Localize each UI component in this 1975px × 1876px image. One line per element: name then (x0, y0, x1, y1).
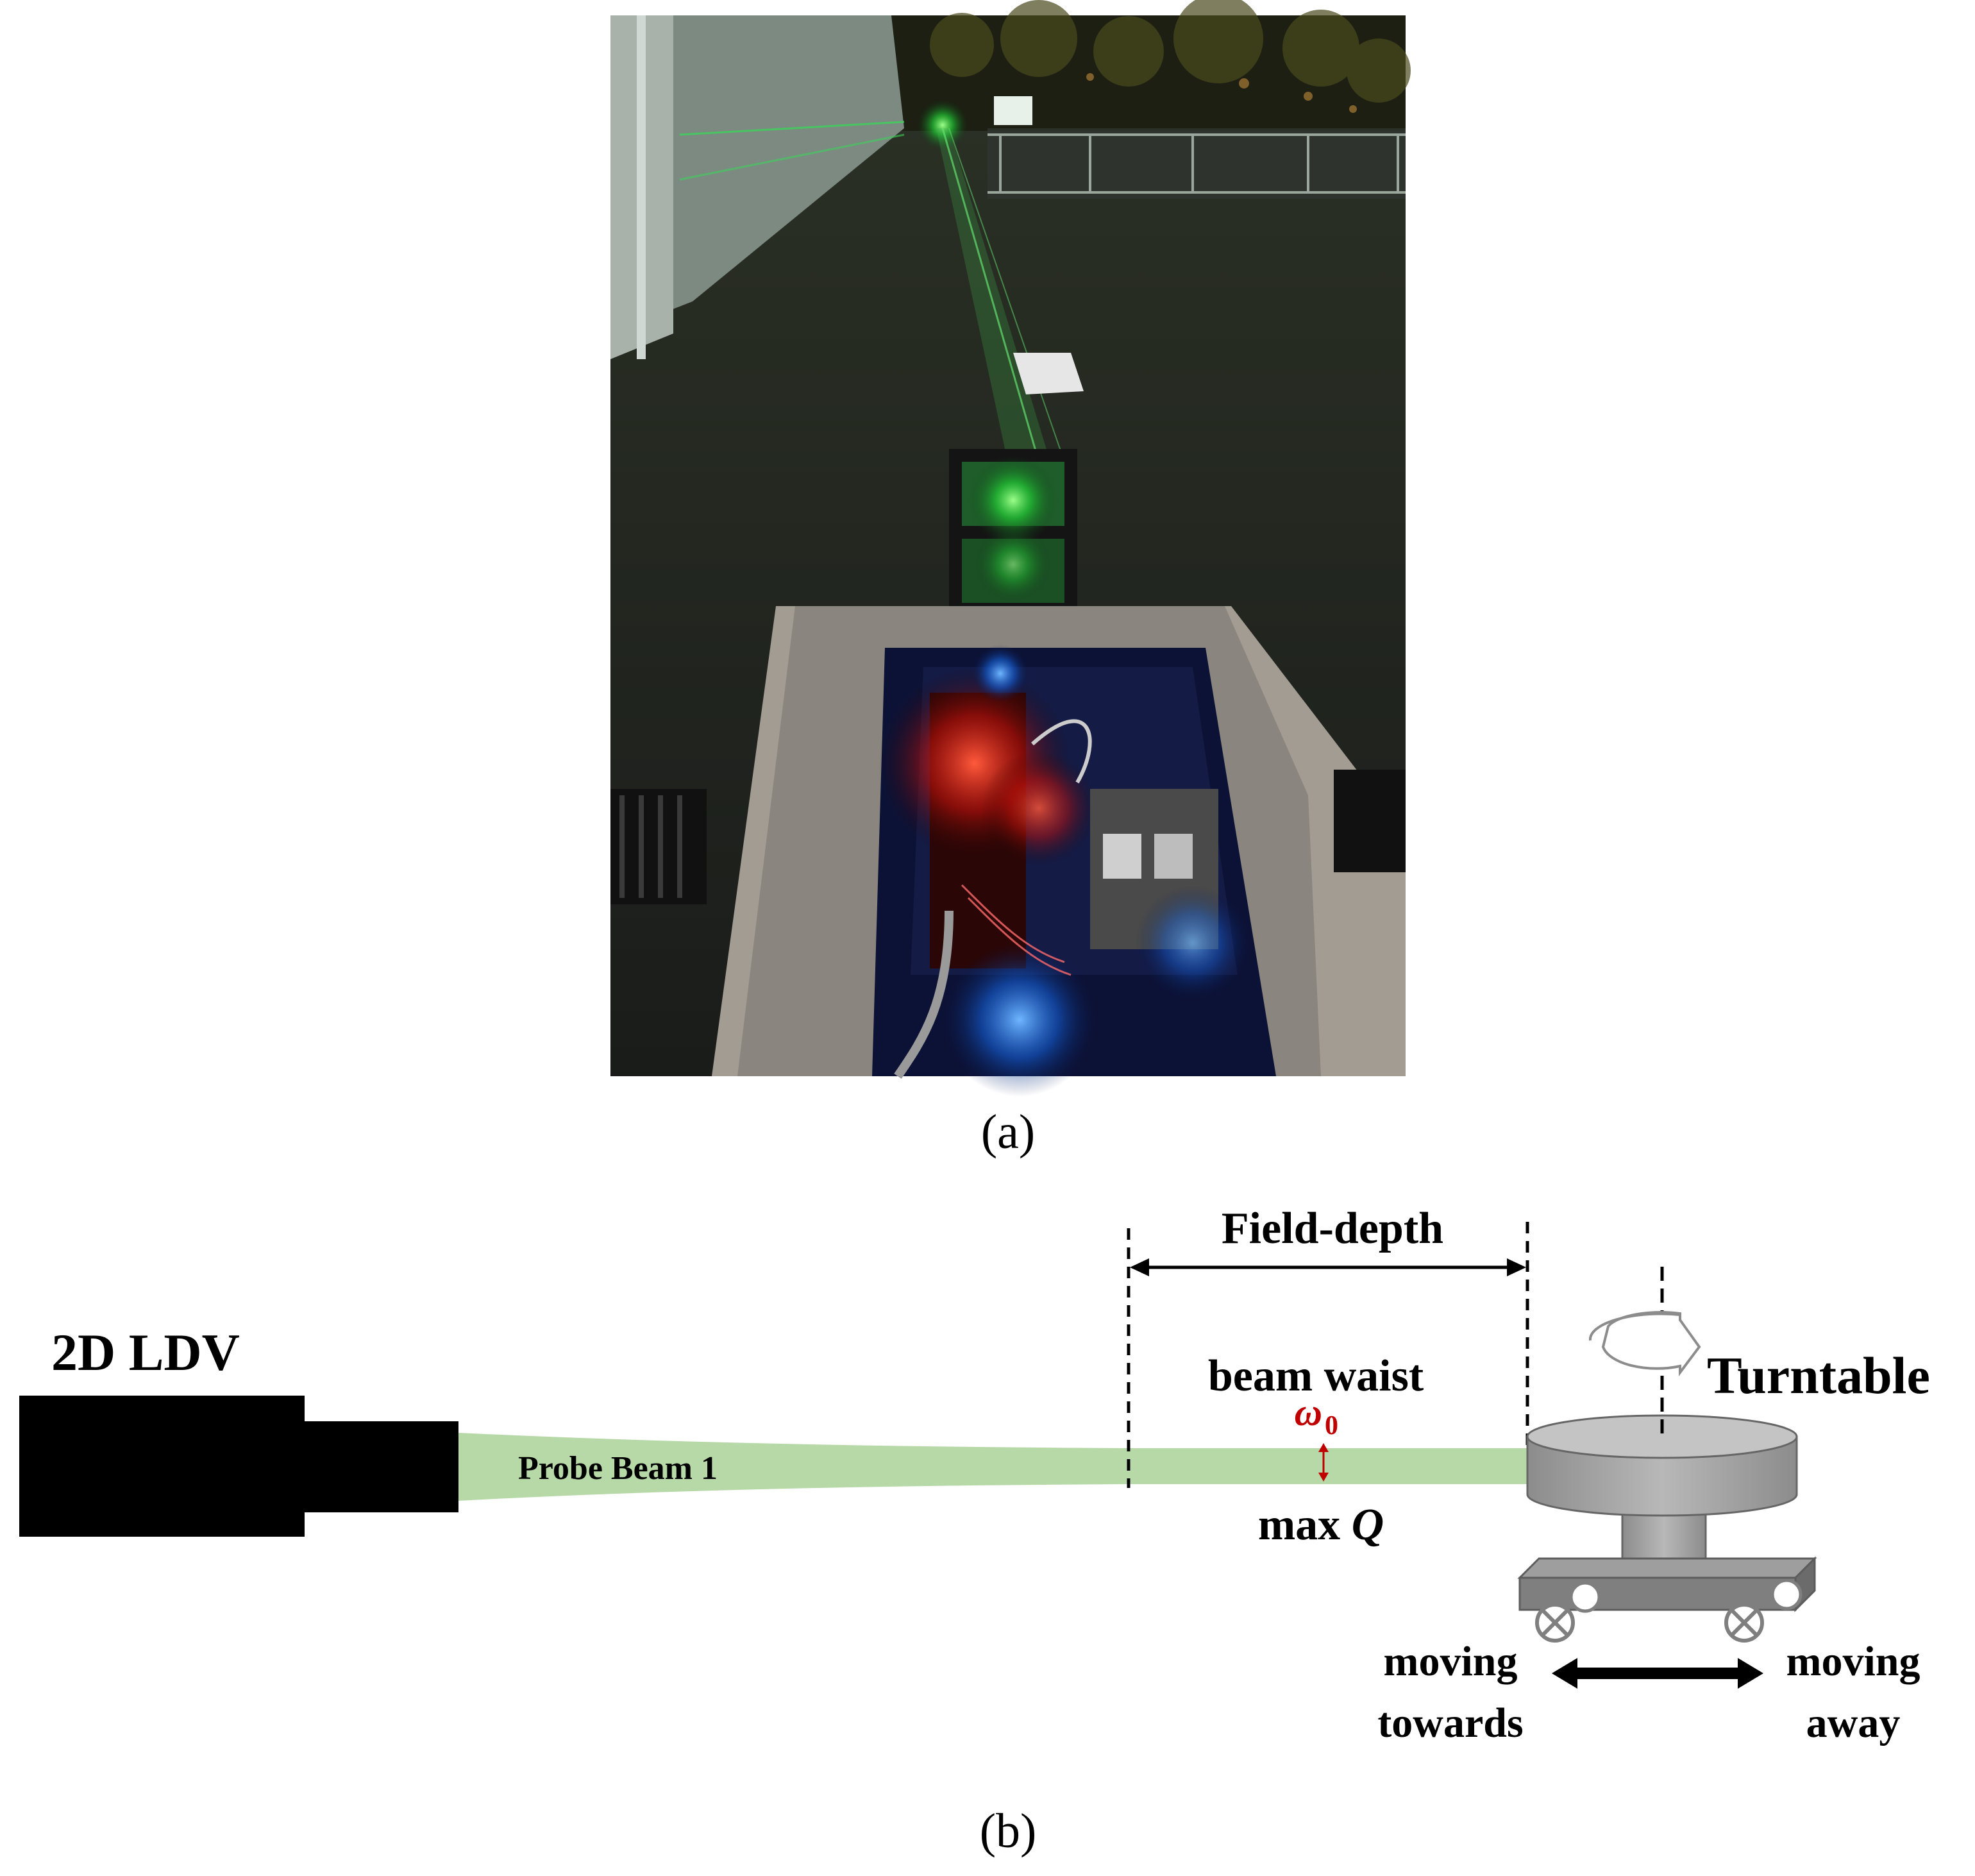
experiment-photo (610, 0, 1411, 1097)
turntable (1526, 1414, 1798, 1593)
ldv-device (19, 1396, 458, 1537)
panel-a-caption: (a) (981, 1105, 1035, 1159)
probe-beam-label: Probe Beam 1 (518, 1450, 718, 1487)
svg-text:ω: ω (1295, 1391, 1322, 1433)
svg-text:away: away (1806, 1700, 1901, 1746)
moving-away-label: moving away (1786, 1638, 1920, 1746)
svg-text:max Q: max Q (1258, 1500, 1384, 1550)
omega-zero-symbol: ω 0 (1295, 1391, 1338, 1441)
field-depth-label: Field-depth (1222, 1204, 1443, 1253)
cart-wheel-icon (1535, 1603, 1575, 1643)
panel-b-caption: (b) (980, 1804, 1037, 1858)
turntable-label: Turntable (1707, 1346, 1930, 1405)
rotation-arrow-icon (1588, 1311, 1701, 1376)
moving-towards-label: moving towards (1377, 1638, 1523, 1746)
beam-waist-label: beam waist (1208, 1351, 1424, 1401)
moving-cart (1517, 1556, 1817, 1612)
max-q-label: max Q (1258, 1500, 1384, 1550)
probe-beam (458, 1433, 1533, 1501)
svg-text:0: 0 (1325, 1411, 1338, 1441)
movement-double-arrow (1552, 1658, 1763, 1689)
svg-text:moving: moving (1786, 1638, 1920, 1685)
ldv-body (19, 1396, 305, 1537)
ldv-label: 2D LDV (51, 1323, 240, 1382)
field-depth-arrow (1130, 1258, 1526, 1276)
waist-double-arrow (1318, 1443, 1329, 1482)
cart-wheel-icon (1569, 1581, 1601, 1613)
svg-text:moving: moving (1383, 1638, 1517, 1685)
cart-wheel-icon (1724, 1603, 1764, 1643)
ldv-lens-tube (301, 1421, 458, 1512)
svg-text:towards: towards (1377, 1700, 1523, 1746)
cart-wheel-icon (1770, 1578, 1803, 1610)
